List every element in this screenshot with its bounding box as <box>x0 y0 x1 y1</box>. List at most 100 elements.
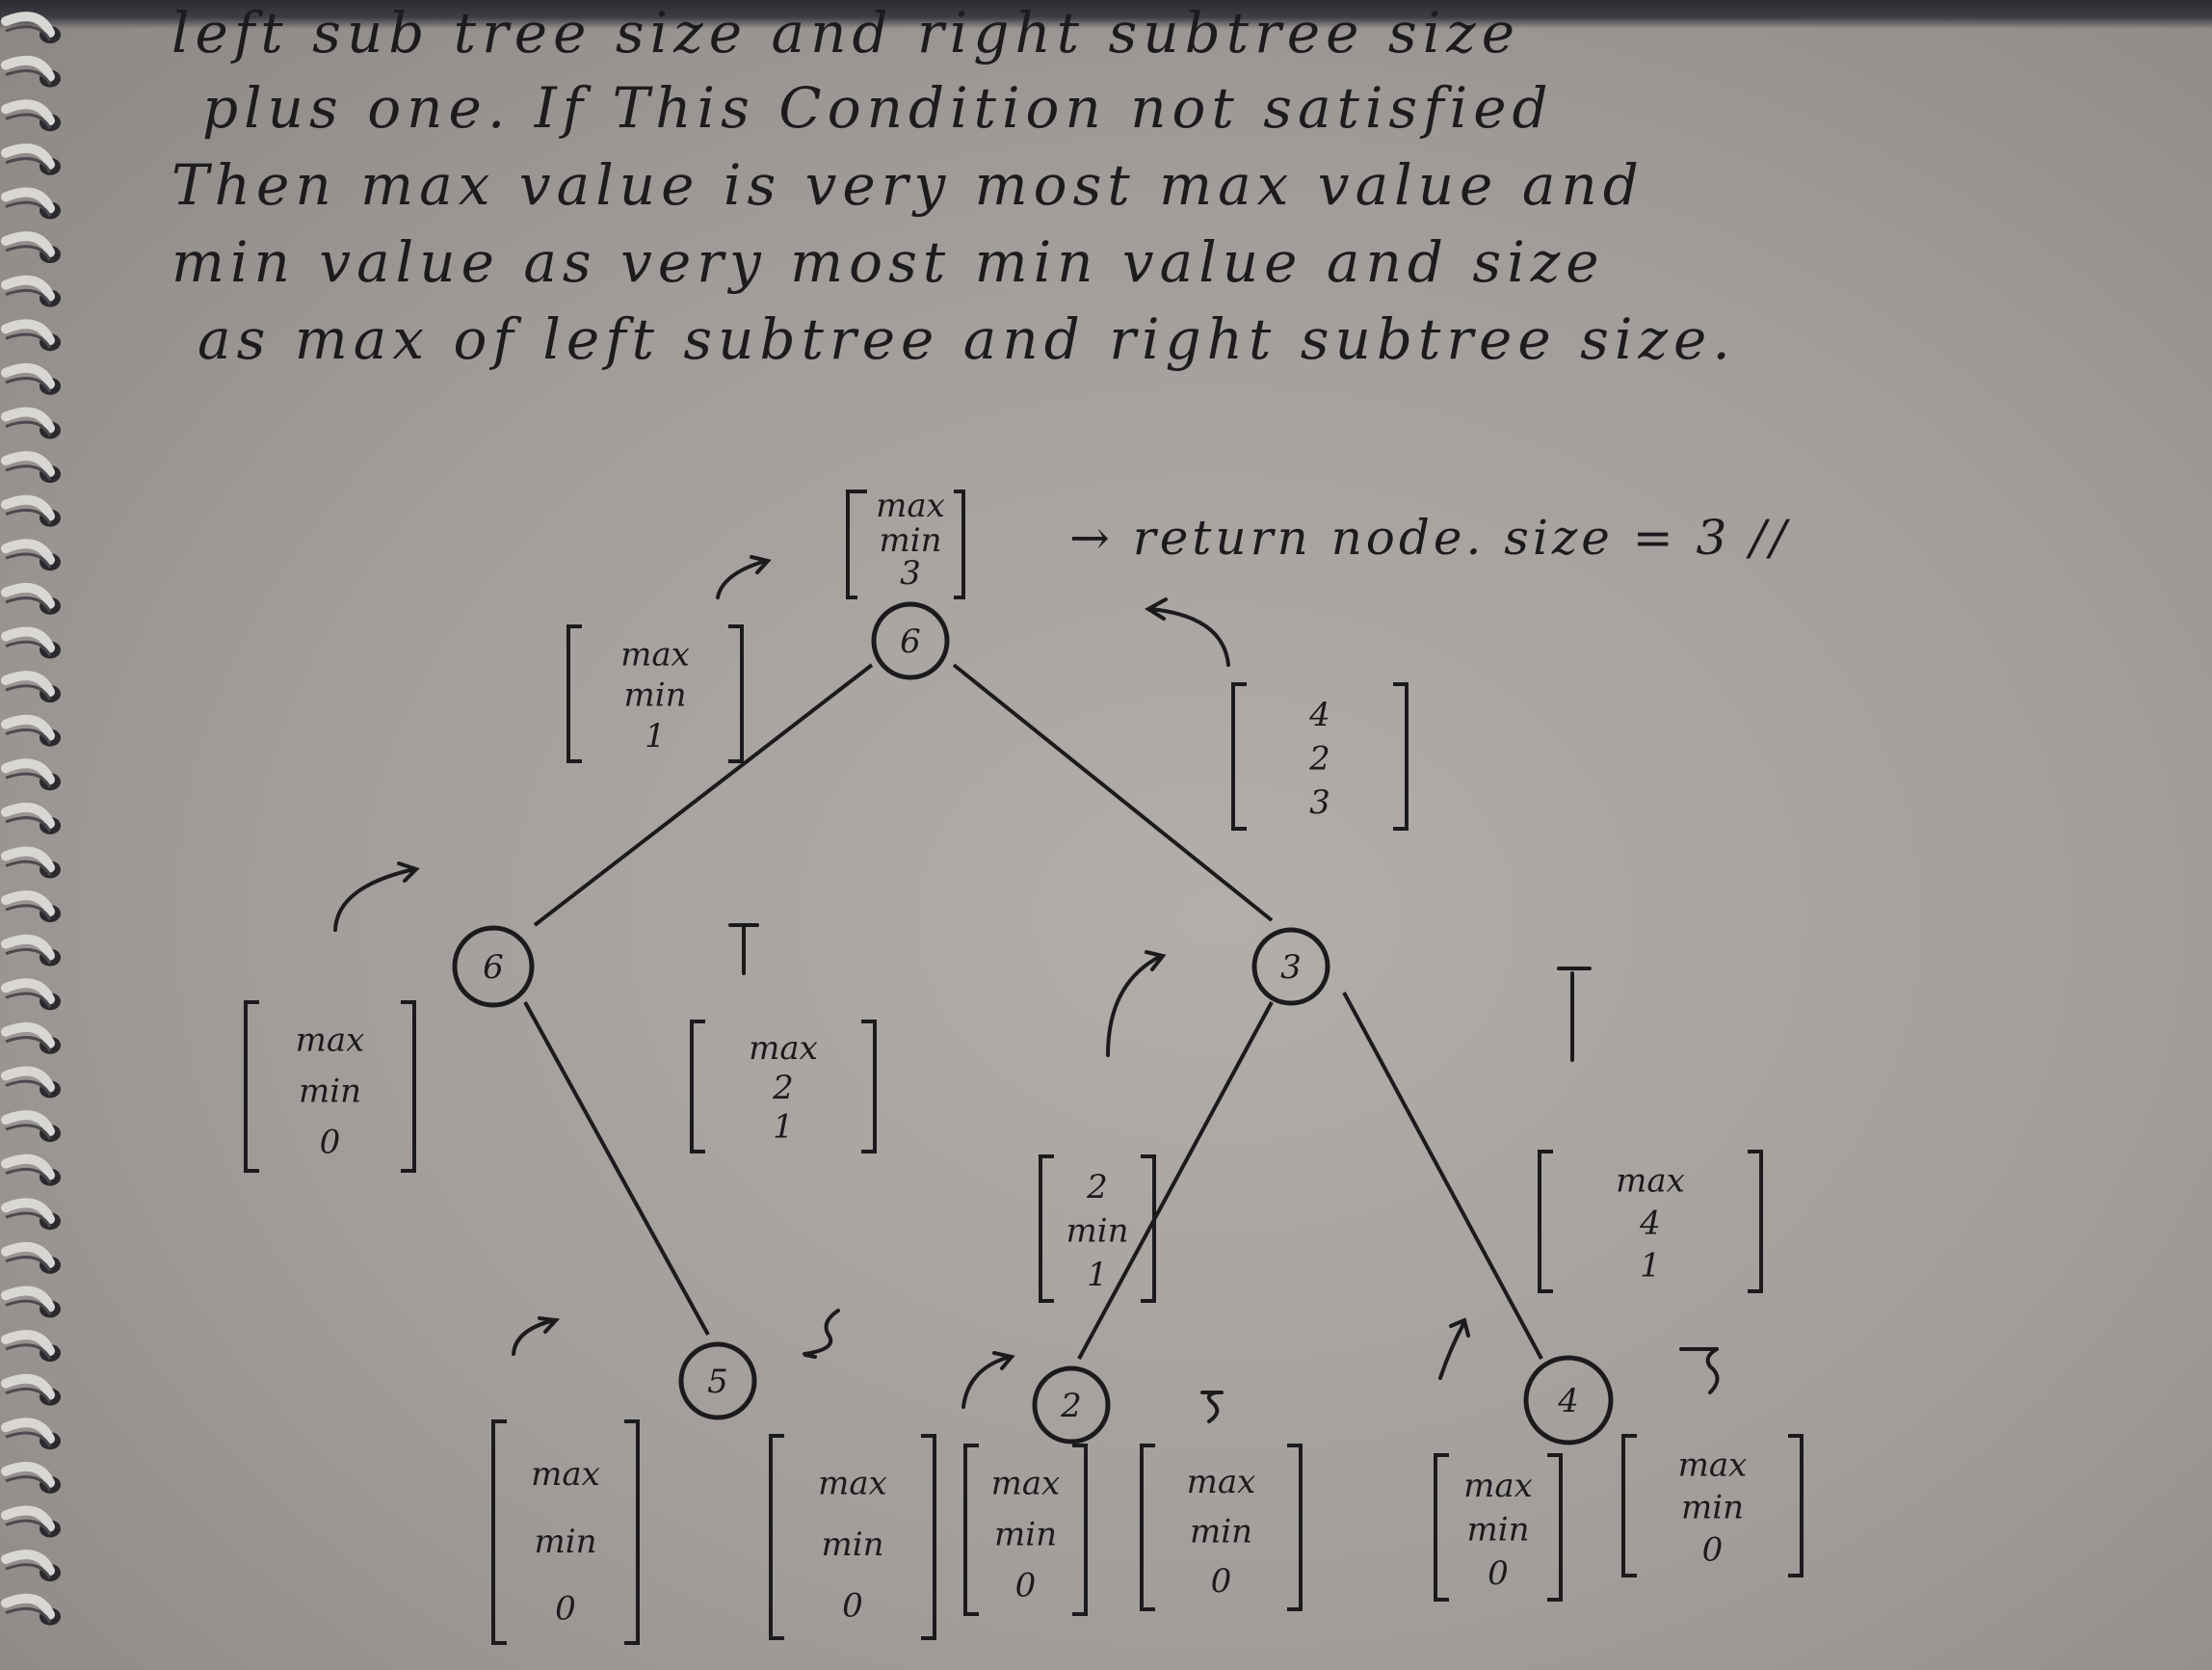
spiral-binding <box>1 12 61 1626</box>
spiral-ring <box>1 407 61 439</box>
tree-node-leaf-2: 2 <box>1032 1365 1111 1445</box>
edge-right-leaf4 <box>1342 992 1543 1360</box>
box-line: min <box>1190 1512 1252 1551</box>
spiral-ring <box>1 1593 61 1626</box>
box-line: 0 <box>555 1590 576 1629</box>
node-label-right-child: 3 <box>1280 948 1302 987</box>
box-line: 2 <box>1086 1168 1108 1206</box>
box-line: 4 <box>1308 696 1330 734</box>
spiral-ring <box>1 99 61 132</box>
box-line: min <box>821 1525 883 1564</box>
box-line: 4 <box>1639 1205 1661 1243</box>
box-line: min <box>299 1072 361 1110</box>
node-label-leaf-2: 2 <box>1060 1387 1082 1425</box>
box-line: 1 <box>1640 1247 1661 1286</box>
spiral-ring <box>1 582 61 615</box>
spiral-ring <box>1 362 61 395</box>
box-line: 3 <box>1309 783 1330 822</box>
tree-node-right-child: 3 <box>1251 927 1330 1006</box>
leaf5-left-box: max min 0 <box>491 1419 640 1645</box>
spiral-ring <box>1 143 61 175</box>
leaf4-left-box: max min 0 <box>1434 1453 1563 1602</box>
box-line: max <box>1187 1463 1256 1501</box>
tree-node-root: 6 <box>871 601 950 680</box>
root-right-box: 4 2 3 <box>1231 682 1409 831</box>
subtree-value-boxes: maxmin1423maxmin0max212min1max41maxmin0m… <box>244 624 1804 1645</box>
spiral-ring <box>1 1418 61 1450</box>
spiral-ring <box>1 12 61 43</box>
tree-node-leaf-4: 4 <box>1523 1355 1614 1445</box>
box-line: 2 <box>772 1069 794 1107</box>
arrow-leaf5-left <box>512 1316 561 1356</box>
note-line-2: plus one. If This Condition not satisfie… <box>202 75 1554 141</box>
arrow-left-child-right <box>728 923 759 975</box>
box-line: max <box>296 1021 365 1059</box>
spiral-ring <box>1 494 61 527</box>
arrow-leaf2-right <box>1200 1391 1224 1423</box>
spiral-ring <box>1 1505 61 1538</box>
tree-node-leaf-5: 5 <box>678 1341 757 1420</box>
return-note: → return node. size = 3 // <box>1069 510 1790 566</box>
box-line: max <box>1616 1162 1685 1201</box>
box-line: min <box>534 1523 596 1561</box>
page-top-shadow <box>0 0 2212 29</box>
spiral-ring <box>1 1110 61 1142</box>
spiral-ring <box>1 319 61 352</box>
box-line: max <box>1678 1446 1748 1485</box>
box-line: max <box>1463 1467 1533 1505</box>
note-line-3: Then max value is very most max value an… <box>171 152 1645 218</box>
edge-root-right <box>952 663 1274 922</box>
box-line: min <box>1066 1212 1128 1251</box>
root-box-line-3: 3 <box>900 554 921 593</box>
box-line: max <box>531 1455 600 1494</box>
spiral-ring <box>1 1021 61 1054</box>
spiral-ring <box>1 1241 61 1274</box>
spiral-ring <box>1 275 61 307</box>
box-line: 0 <box>320 1123 341 1161</box>
note-line-1: left sub tree size and right subtree siz… <box>171 0 1521 66</box>
node-label-leaf-5: 5 <box>707 1363 728 1401</box>
box-line: 1 <box>645 717 666 755</box>
arrow-into-root-left <box>716 555 772 599</box>
spiral-ring <box>1 451 61 483</box>
spiral-ring <box>1 539 61 571</box>
edge-left-leaf5 <box>523 1001 710 1336</box>
edge-root-left <box>533 663 874 927</box>
box-line: max <box>749 1029 818 1068</box>
spiral-ring <box>1 1550 61 1581</box>
box-line: min <box>1466 1511 1529 1550</box>
spiral-ring <box>1 1330 61 1362</box>
spiral-ring <box>1 1198 61 1231</box>
box-line: 0 <box>842 1587 863 1626</box>
box-line: min <box>1681 1489 1744 1527</box>
spiral-ring <box>1 1461 61 1494</box>
box-line: max <box>991 1464 1061 1502</box>
box-line: min <box>623 676 686 715</box>
spiral-ring <box>1 802 61 835</box>
box-line: 1 <box>773 1108 794 1147</box>
spiral-ring <box>1 1286 61 1318</box>
root-box-line-1: max <box>876 487 945 525</box>
box-line: max <box>620 635 690 674</box>
spiral-ring <box>1 846 61 879</box>
spiral-ring <box>1 1373 61 1406</box>
spiral-ring <box>1 626 61 659</box>
spiral-ring <box>1 55 61 88</box>
spiral-ring <box>1 1153 61 1186</box>
arrow-into-root-right <box>1145 597 1230 667</box>
box-line: min <box>994 1515 1057 1553</box>
arrow-leaf4-left <box>1438 1317 1470 1380</box>
box-line: 0 <box>1488 1554 1509 1593</box>
edge-right-leaf2 <box>1077 1001 1274 1360</box>
box-line: 2 <box>1308 740 1330 779</box>
arrow-right-child-right <box>1557 967 1592 1062</box>
arrow-into-right-child <box>1106 950 1167 1057</box>
